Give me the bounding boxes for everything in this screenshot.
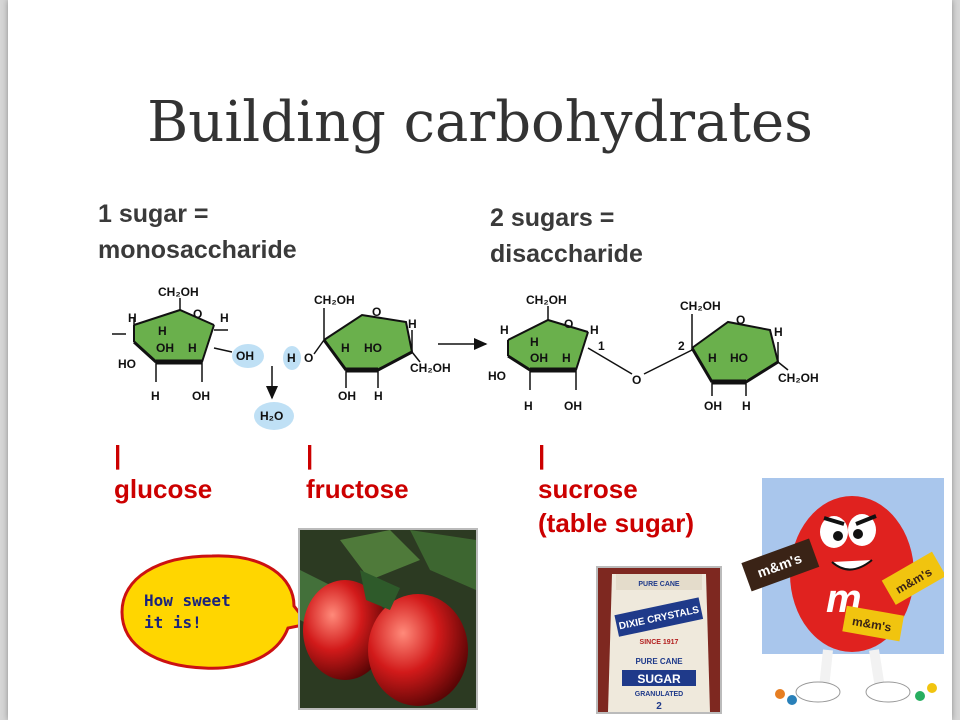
fructose-bar: | xyxy=(306,440,314,470)
apple-left xyxy=(303,580,387,680)
leaf xyxy=(340,530,420,580)
di-line-2: disaccharide xyxy=(490,240,643,268)
speech-bubble: How sweet it is! xyxy=(120,554,311,670)
fructose-oh: OH xyxy=(338,389,356,403)
sucrose-h5: H xyxy=(524,399,533,413)
candy-pack-bottom: m&m's xyxy=(851,614,893,635)
sucrose-fru-ch2oh: CH₂OH xyxy=(680,299,721,313)
mascot-image: m m&m's m&m's m&m's xyxy=(740,474,944,708)
sucrose-fru-ch2oh-2: CH₂OH xyxy=(778,371,819,385)
mono-line-2: monosaccharide xyxy=(98,236,297,264)
sucrose-oh: OH xyxy=(530,351,548,365)
fructose-h2: H xyxy=(408,317,417,331)
monosaccharide-definition: 1 sugar = monosaccharide xyxy=(98,196,297,268)
slide: Building carbohydrates 1 sugar = monosac… xyxy=(8,0,952,720)
sucrose-bridge-o: O xyxy=(632,373,641,387)
bag-type: GRANULATED xyxy=(635,691,683,698)
fructose-name: fructose xyxy=(306,474,409,504)
glucose-h5: H xyxy=(151,389,160,403)
water-label: H₂O xyxy=(260,409,283,423)
fructose-structure: CH₂OH O O H HO H CH₂OH OH H xyxy=(304,293,451,403)
sucrose-structure: CH₂OH O H H OH H H 1 HO H OH O 2 CH₂O xyxy=(488,293,819,413)
sucrose-oh2: OH xyxy=(564,399,582,413)
sucrose-fru-h2: H xyxy=(774,325,783,339)
fructose-label: | fructose xyxy=(306,438,409,506)
glucose-oh2: OH xyxy=(192,389,210,403)
di-line-1: 2 sugars = xyxy=(490,204,615,232)
glucose-ch2oh: CH₂OH xyxy=(158,285,199,299)
bag-product: SUGAR xyxy=(637,672,681,686)
fructose-h-removed: H xyxy=(287,351,296,365)
glucose-structure: CH₂OH O H H OH H H HO H OH xyxy=(112,285,233,403)
bag-mid: PURE CANE xyxy=(635,657,683,666)
glucose-label: | glucose xyxy=(114,438,212,506)
bag-weight: 2 xyxy=(656,701,662,712)
bag-top-text: PURE CANE xyxy=(638,581,680,588)
disaccharide-definition: 2 sugars = disaccharide xyxy=(490,200,643,272)
glucose-ho: HO xyxy=(118,357,136,371)
apple-right xyxy=(368,594,468,706)
glucose-oh1: OH xyxy=(156,341,174,355)
sucrose-label: | sucrose (table sugar) xyxy=(538,438,694,540)
glucose-h2: H xyxy=(158,324,167,338)
sucrose-ho: HO xyxy=(488,369,506,383)
sucrose-fru-h1: H xyxy=(708,351,717,365)
glucose-bar: | xyxy=(114,440,122,470)
sucrose-h2: H xyxy=(530,335,539,349)
slide-title: Building carbohydrates xyxy=(147,90,813,155)
sucrose-fru-o: O xyxy=(736,313,745,327)
glucose-ring-o: O xyxy=(193,307,202,321)
fructose-ch2oh-2: CH₂OH xyxy=(410,361,451,375)
fructose-ch2oh: CH₂OH xyxy=(314,293,355,307)
mono-line-1: 1 sugar = xyxy=(98,200,209,228)
sucrose-h4: H xyxy=(590,323,599,337)
sucrose-name: sucrose xyxy=(538,474,638,504)
bubble-line-2: it is! xyxy=(144,613,202,632)
sucrose-h3: H xyxy=(562,351,571,365)
sucrose-fru-ho: HO xyxy=(730,351,748,365)
sucrose-c2: 2 xyxy=(678,339,685,353)
glucose-h4: H xyxy=(220,311,229,325)
fructose-ring-o: O xyxy=(372,305,381,319)
bubble-line-1: How sweet xyxy=(144,591,231,610)
glucose-h1: H xyxy=(128,311,137,325)
bag-since: SINCE 1917 xyxy=(640,639,679,646)
fructose-h1: H xyxy=(341,341,350,355)
fructose-ho: HO xyxy=(364,341,382,355)
glucose-h3: H xyxy=(188,341,197,355)
glucose-name: glucose xyxy=(114,474,213,504)
sucrose-subtitle: (table sugar) xyxy=(538,508,695,538)
sucrose-fru-h3: H xyxy=(742,399,751,413)
fructose-h3: H xyxy=(374,389,383,403)
glucose-oh-removed: OH xyxy=(236,349,254,363)
sucrose-fru-oh: OH xyxy=(704,399,722,413)
sucrose-ring-o: O xyxy=(564,317,573,331)
sugar-bag-photo: PURE CANE DIXIE CRYSTALS SINCE 1917 PURE… xyxy=(596,566,722,714)
sucrose-ch2oh: CH₂OH xyxy=(526,293,567,307)
apples-photo xyxy=(298,528,478,710)
sucrose-c1: 1 xyxy=(598,339,605,353)
water-removal: OH H H₂O xyxy=(232,344,301,430)
fructose-o: O xyxy=(304,351,313,365)
reaction-diagram: CH₂OH O H H OH H H HO H OH OH H H₂O xyxy=(112,285,819,430)
sucrose-bar: | xyxy=(538,440,546,470)
sucrose-h1: H xyxy=(500,323,509,337)
